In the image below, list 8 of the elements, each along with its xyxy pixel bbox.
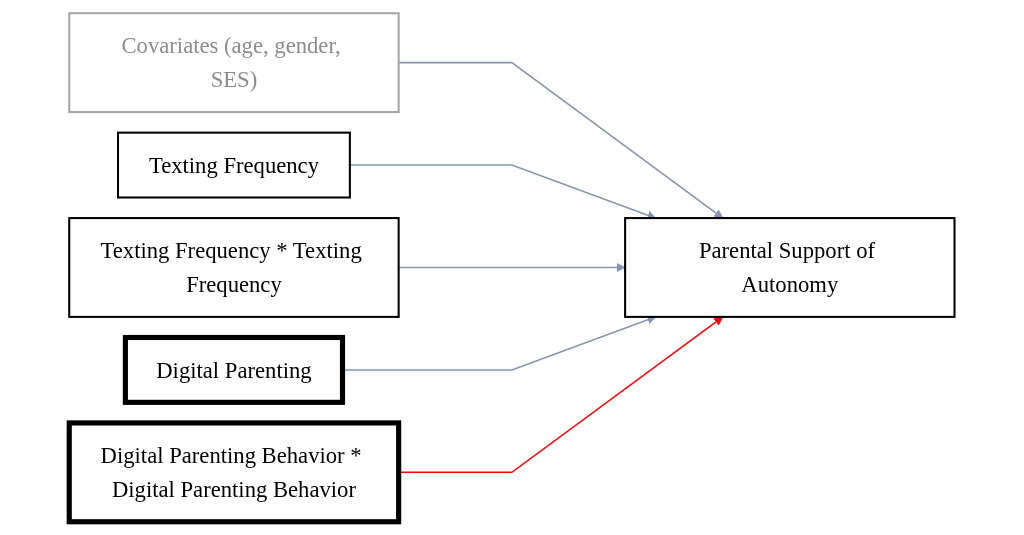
node-box: Texting Frequency [117, 131, 352, 199]
arrow [398, 262, 626, 272]
arrow [398, 61, 724, 219]
node-box: Texting Frequency * Texting Frequency [68, 217, 400, 318]
node-box: Parental Support of Autonomy [624, 217, 956, 318]
node-box: Digital Parenting [122, 334, 346, 405]
node-box: Digital Parenting Behavior * Digital Parenting Behavior [66, 420, 402, 525]
node-box: Covariates (age, gender, SES) [68, 12, 400, 114]
